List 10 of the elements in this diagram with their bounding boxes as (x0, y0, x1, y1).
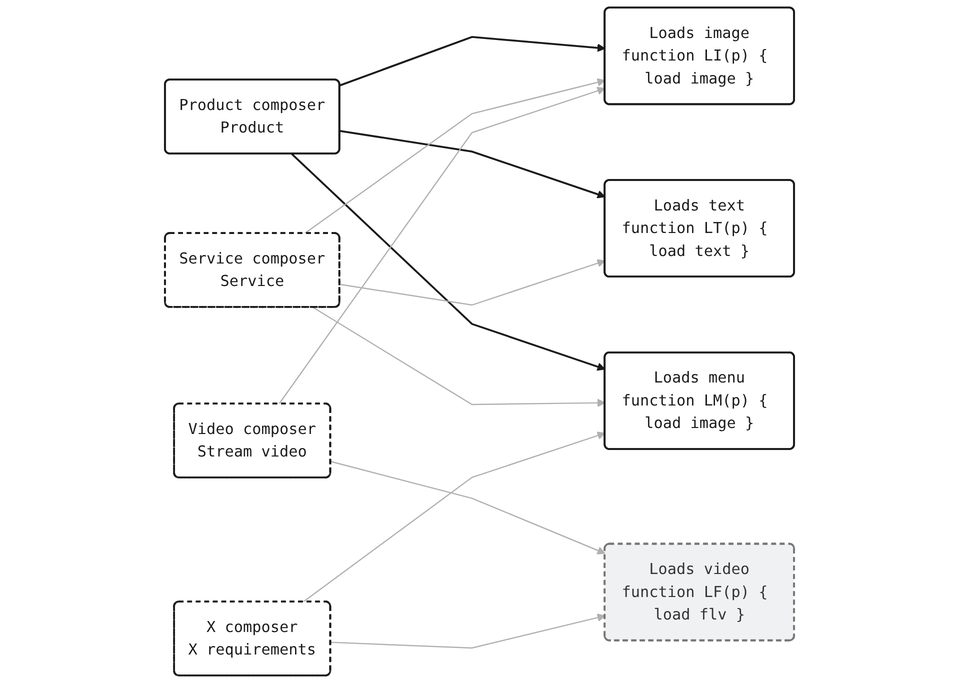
arrow (340, 130, 606, 198)
arrow (330, 614, 606, 649)
arrow (340, 36, 606, 86)
arrow (330, 460, 606, 554)
arrow (278, 86, 606, 404)
arrow (304, 78, 606, 234)
arrow (291, 153, 606, 371)
arrow (340, 259, 606, 306)
arrow (302, 432, 606, 602)
arrow (312, 306, 606, 408)
